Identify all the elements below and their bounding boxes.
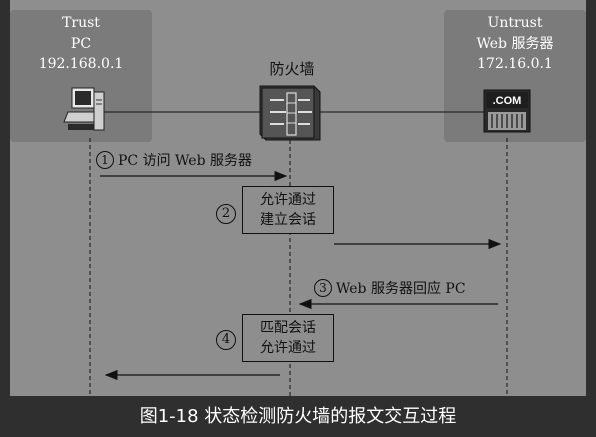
step4-line2: 允许通过 [260,340,316,356]
step1-number: 1 [96,151,114,169]
step2-box: 允许通过 建立会话 [242,186,334,234]
server-badge-text: .COM [493,95,522,107]
step1-text: PC 访问 Web 服务器 [118,153,252,169]
firewall-label: 防火墙 [269,60,315,78]
trust-zone-label: Trust [62,15,100,31]
web-server-ip: 172.16.0.1 [477,56,553,72]
pc-ip: 192.168.0.1 [38,56,124,72]
untrust-zone-label: Untrust [487,15,543,31]
step3-text: Web 服务器回应 PC [336,281,466,297]
pc-label: PC [70,36,92,52]
web-server-icon: .COM [483,89,531,133]
web-server-label: Web 服务器 [476,36,554,52]
step2-line2: 建立会话 [260,212,316,228]
step2-line1: 允许通过 [260,192,316,208]
step4-number: 4 [216,330,236,350]
step3-number: 3 [314,279,332,297]
step4-box: 匹配会话 允许通过 [242,314,334,362]
firewall-icon [259,85,321,141]
figure-caption: 图1-18 状态检测防火墙的报文交互过程 [139,406,457,427]
step2-number: 2 [216,204,236,224]
pc-icon [63,87,105,131]
diagram-lines: .COM [63,85,531,396]
step4-line1: 匹配会话 [260,320,316,336]
diagram-panel: Trust PC 192.168.0.1 Untrust Web 服务器 172… [10,0,586,396]
